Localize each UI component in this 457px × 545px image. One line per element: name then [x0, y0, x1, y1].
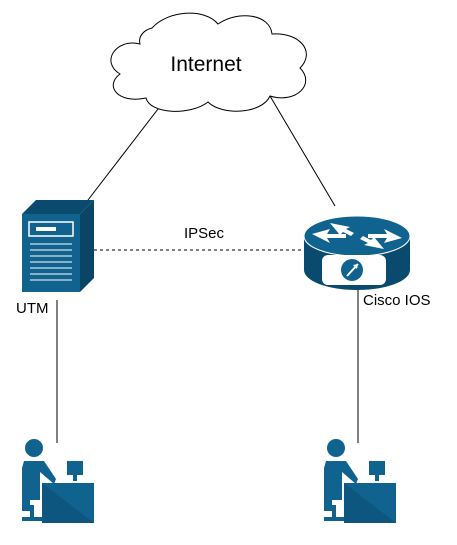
- link-router-internet: [269, 95, 336, 207]
- internet-label: Internet: [170, 53, 241, 76]
- left-user-workstation-icon: [22, 439, 94, 523]
- router-label: Cisco IOS: [363, 292, 431, 309]
- utm-label: UTM: [16, 300, 49, 317]
- link-utm-internet: [87, 95, 169, 201]
- cisco-router-icon: [303, 215, 411, 290]
- ipsec-label: IPSec: [184, 225, 225, 242]
- internet-cloud-icon: [110, 12, 307, 112]
- utm-server-icon: [22, 200, 94, 292]
- right-user-workstation-icon: [324, 439, 396, 523]
